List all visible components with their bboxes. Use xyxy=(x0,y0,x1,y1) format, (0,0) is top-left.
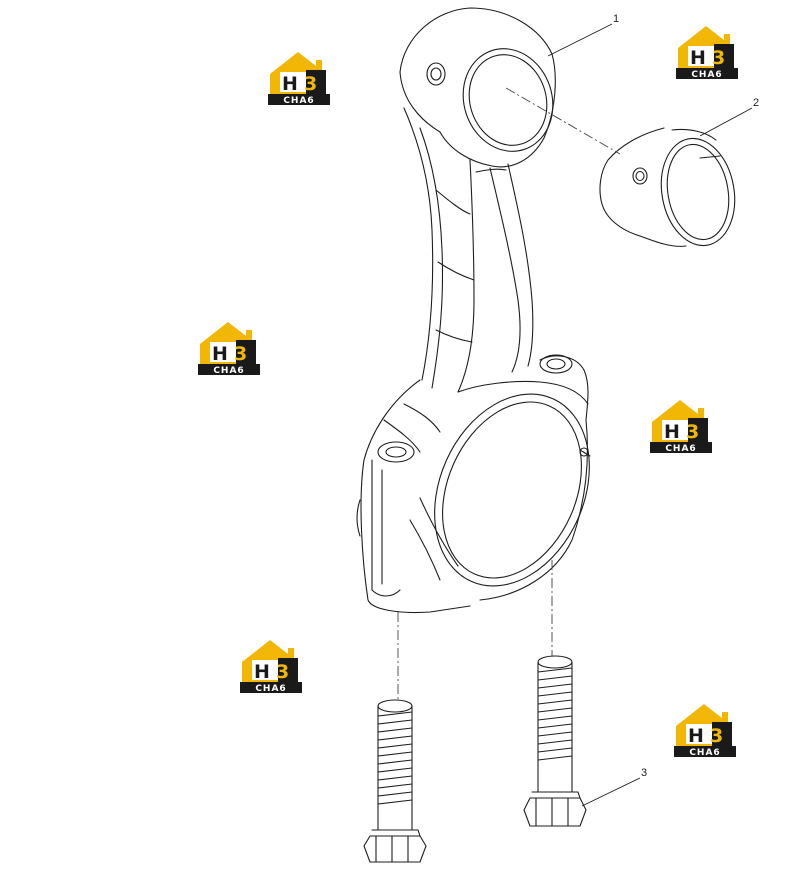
svg-text:H: H xyxy=(664,421,680,443)
svg-text:CHA6: CHA6 xyxy=(665,444,696,454)
callout-3: 3 xyxy=(641,767,647,779)
svg-text:3: 3 xyxy=(710,725,723,747)
svg-text:H: H xyxy=(690,47,706,69)
connecting-rod-bolt-left xyxy=(363,699,427,863)
svg-text:3: 3 xyxy=(276,661,289,683)
svg-text:3: 3 xyxy=(686,421,699,443)
svg-text:H: H xyxy=(282,73,298,95)
assembly-centerlines xyxy=(397,87,621,700)
callout-1: 1 xyxy=(613,13,619,25)
svg-text:CHA6: CHA6 xyxy=(255,684,286,694)
connecting-rod-bolt-right xyxy=(523,655,587,827)
svg-text:H: H xyxy=(688,725,704,747)
connecting-rod xyxy=(356,7,591,613)
svg-text:CHA6: CHA6 xyxy=(213,366,244,376)
callout-2: 2 xyxy=(753,97,759,109)
svg-text:3: 3 xyxy=(304,73,317,95)
svg-text:CHA6: CHA6 xyxy=(689,748,720,758)
svg-text:3: 3 xyxy=(234,343,247,365)
svg-text:H: H xyxy=(212,343,228,365)
svg-text:CHA6: CHA6 xyxy=(283,96,314,106)
svg-text:H: H xyxy=(254,661,270,683)
svg-text:3: 3 xyxy=(712,47,725,69)
leader-lines xyxy=(547,23,753,807)
small-end-bushing xyxy=(599,127,736,247)
svg-text:CHA6: CHA6 xyxy=(691,70,722,80)
